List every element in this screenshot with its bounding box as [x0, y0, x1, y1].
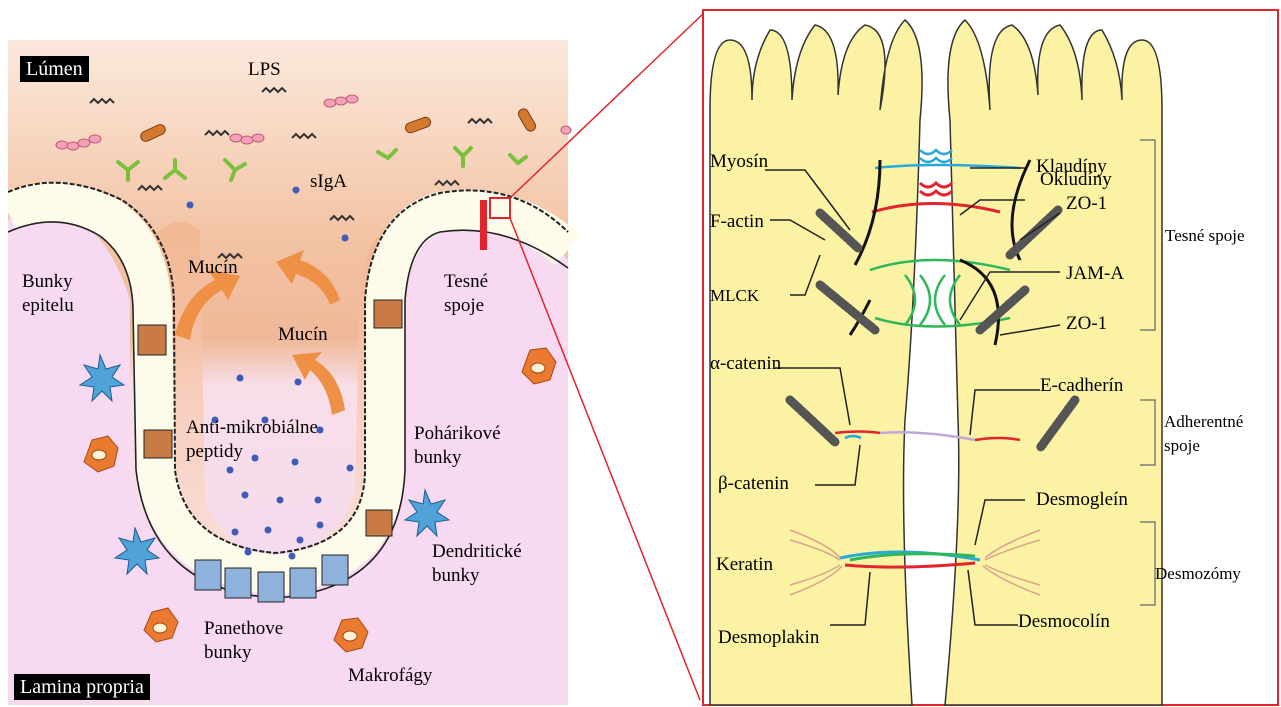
- mlck-label: MLCK: [710, 284, 759, 308]
- desmocollin-label: Desmocolín: [1018, 610, 1110, 634]
- siga-label: sIgA: [310, 170, 347, 194]
- beta-catenin-label: β-catenin: [718, 472, 789, 496]
- lumen-label: Lúmen: [20, 56, 89, 82]
- paneth-cell: [322, 555, 348, 585]
- desmosomes-label: Desmozómy: [1155, 562, 1241, 586]
- f-actin-label: F-actin: [710, 210, 764, 234]
- tight-junction-mark: [480, 200, 487, 250]
- right-panel: [703, 10, 1278, 705]
- zo1-bottom-label: ZO-1: [1066, 312, 1107, 336]
- zo1-top-label: ZO-1: [1066, 192, 1107, 216]
- paneth-cell: [258, 572, 284, 602]
- myosin-label: Myosín: [710, 150, 768, 174]
- macrophages-label: Makrofágy: [348, 664, 432, 688]
- alpha-catenin-label: α-catenin: [710, 352, 781, 376]
- goblet-cell: [374, 300, 402, 328]
- lamina-propria-label: Lamina propria: [14, 674, 150, 700]
- tight-junctions-label-right: Tesné spoje: [1165, 224, 1245, 248]
- e-cadherin-label: E-cadherín: [1040, 374, 1123, 398]
- desmoplakin-label: Desmoplakin: [718, 626, 819, 650]
- left-panel: [8, 40, 571, 705]
- cell-right: [945, 20, 1162, 705]
- mucin-label-1: Mucín: [188, 256, 238, 280]
- keratin-label: Keratin: [716, 553, 773, 577]
- mucin-label-2: Mucín: [278, 323, 328, 347]
- jam-a-label: JAM-A: [1066, 262, 1124, 286]
- paneth-cell: [195, 560, 221, 590]
- occludins-label: Okludíny: [1040, 168, 1112, 192]
- paneth-cell: [290, 568, 316, 598]
- goblet-cell: [138, 325, 166, 355]
- goblet-cell: [144, 430, 172, 458]
- paneth-cell: [225, 568, 251, 598]
- lps-label: LPS: [248, 58, 281, 82]
- goblet-cell: [366, 510, 392, 536]
- desmoglein-label: Desmogleín: [1036, 488, 1128, 512]
